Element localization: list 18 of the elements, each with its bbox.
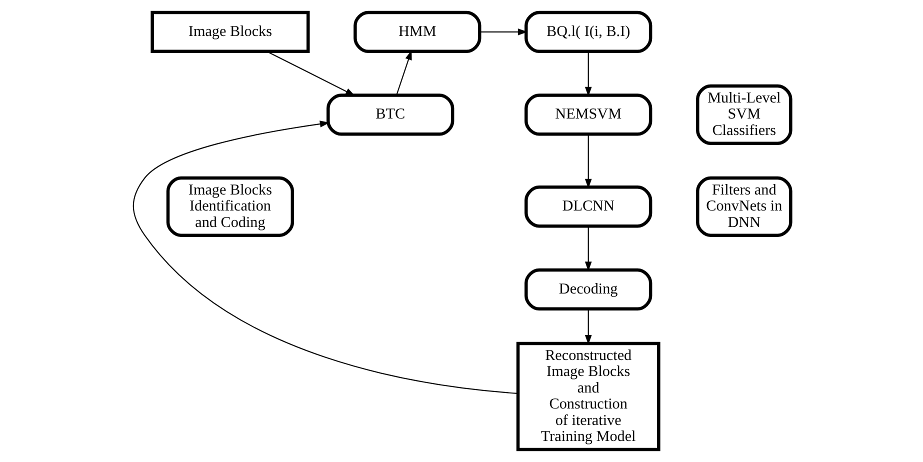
arrow xyxy=(584,226,592,272)
node-box: BTC xyxy=(326,94,454,136)
arrow xyxy=(479,28,528,36)
node-box: Decoding xyxy=(524,268,652,311)
node-box: NEMSVM xyxy=(524,94,652,136)
node-box: Multi-Level SVM Classifiers xyxy=(696,84,792,145)
node-box: Image Blocks Identification and Coding xyxy=(166,176,294,237)
node-box: Filters and ConvNets in DNN xyxy=(696,176,792,237)
node-box: Image Blocks xyxy=(150,10,310,54)
arrow xyxy=(584,52,592,97)
node-box: BQ.l( I(i, B.I) xyxy=(524,10,652,54)
arrow xyxy=(132,120,518,394)
arrow xyxy=(584,309,592,345)
node-box: HMM xyxy=(353,10,481,54)
node-box: DLCNN xyxy=(524,186,652,228)
arrow xyxy=(266,51,355,96)
arrow xyxy=(396,50,412,96)
node-box: Reconstructed Image Blocks and Construction of iterative Training Model xyxy=(516,342,660,452)
